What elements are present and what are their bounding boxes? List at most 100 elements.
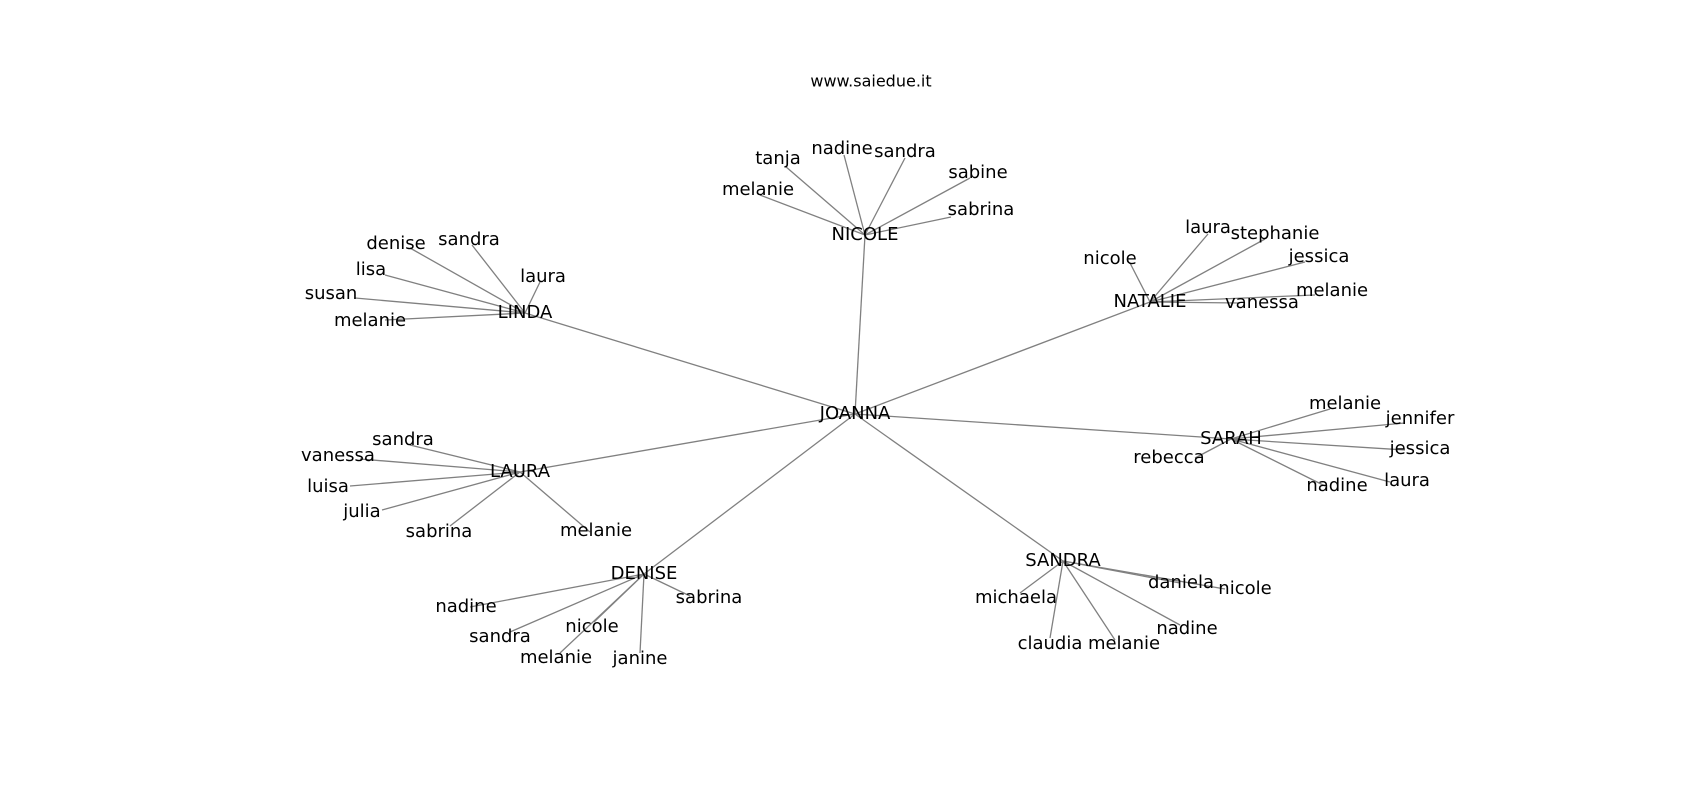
edge-laura-vanessa <box>359 458 521 473</box>
hub-node-natalie: NATALIE <box>1113 291 1186 312</box>
leaf-node-natalie-jessica: jessica <box>1288 246 1350 267</box>
edge-natalie-vanessa <box>1149 301 1241 304</box>
edge-laura-sabrina <box>449 471 521 527</box>
edge-laura-melanie <box>519 471 591 533</box>
edge-sarah-nadine <box>1230 438 1326 487</box>
leaf-node-sandra-nicole: nicole <box>1218 578 1271 599</box>
leaf-node-sarah-nadine: nadine <box>1306 475 1367 496</box>
edge-sandra-nicole <box>1062 560 1226 590</box>
leaf-node-denise-sandra: sandra <box>469 626 531 647</box>
leaf-node-linda-lisa: lisa <box>356 259 386 280</box>
leaf-node-sarah-jessica: jessica <box>1389 438 1451 459</box>
edge-natalie-stephanie <box>1149 238 1266 303</box>
leaf-node-sandra-nadine: nadine <box>1156 618 1217 639</box>
leaf-node-denise-nadine: nadine <box>435 596 496 617</box>
leaf-node-sarah-rebecca: rebecca <box>1133 447 1204 468</box>
hub-node-denise: DENISE <box>611 563 678 584</box>
edge-center-sandra <box>854 413 1064 562</box>
edge-sarah-melanie <box>1230 408 1331 440</box>
edge-sandra-melanie <box>1062 560 1116 641</box>
leaf-node-laura-luisa: luisa <box>307 476 349 497</box>
edge-denise-melanie <box>559 573 645 654</box>
leaf-node-nicole-sandra: sandra <box>874 141 936 162</box>
edge-denise-nadine <box>469 573 645 608</box>
leaf-node-laura-sabrina: sabrina <box>406 521 473 542</box>
leaf-node-sarah-melanie: melanie <box>1309 393 1381 414</box>
leaf-node-sandra-michaela: michaela <box>975 587 1057 608</box>
leaf-node-laura-melanie: melanie <box>560 520 632 541</box>
edge-denise-sandra <box>509 573 645 633</box>
edge-sarah-rebecca <box>1194 438 1232 459</box>
edge-nicole-tanja <box>784 165 866 236</box>
edge-sandra-nadine <box>1062 560 1181 626</box>
edge-linda-denise <box>409 247 526 314</box>
edge-natalie-jessica <box>1149 261 1306 303</box>
edge-center-laura <box>519 413 856 473</box>
leaf-node-linda-laura: laura <box>520 266 566 287</box>
hub-node-sarah: SARAH <box>1200 428 1262 449</box>
edge-linda-lisa <box>384 274 526 314</box>
edge-sarah-jessica <box>1230 438 1406 451</box>
edge-nicole-melanie <box>759 194 866 236</box>
edge-nicole-nadine <box>843 154 866 236</box>
edge-laura-julia <box>381 471 521 511</box>
edge-center-linda <box>524 312 856 415</box>
leaf-node-denise-janine: janine <box>612 648 668 669</box>
leaf-node-natalie-stephanie: stephanie <box>1231 223 1320 244</box>
hub-node-laura: LAURA <box>490 461 551 482</box>
leaf-node-nicole-tanja: tanja <box>755 148 801 169</box>
edge-natalie-nicole <box>1129 262 1151 303</box>
leaf-node-natalie-nicole: nicole <box>1083 248 1136 269</box>
edge-linda-sandra <box>471 244 526 314</box>
edge-nicole-sandra <box>864 157 906 236</box>
edge-center-denise <box>643 413 856 575</box>
edge-center-sarah <box>854 413 1232 440</box>
edge-linda-laura <box>524 281 541 314</box>
hub-node-sandra: SANDRA <box>1025 550 1101 571</box>
leaf-node-linda-denise: denise <box>366 233 425 254</box>
leaf-node-nicole-sabrina: sabrina <box>948 199 1015 220</box>
leaf-node-linda-melanie: melanie <box>334 310 406 331</box>
edge-denise-sabrina <box>643 573 691 597</box>
leaf-node-laura-julia: julia <box>342 501 380 522</box>
edges-layer <box>349 154 1406 654</box>
leaf-node-natalie-vanessa: vanessa <box>1225 292 1299 313</box>
leaf-node-sarah-jennifer: jennifer <box>1385 408 1455 429</box>
edge-sandra-michaela <box>1019 560 1064 594</box>
edge-sarah-laura <box>1230 438 1391 483</box>
leaf-node-denise-melanie: melanie <box>520 647 592 668</box>
edge-linda-melanie <box>384 312 526 321</box>
leaf-node-sandra-claudia: claudia <box>1018 633 1083 654</box>
edge-natalie-laura <box>1149 233 1209 303</box>
edge-center-nicole <box>854 234 866 415</box>
edge-center-natalie <box>854 301 1151 415</box>
leaf-node-sandra-melanie: melanie <box>1088 633 1160 654</box>
leaf-node-natalie-laura: laura <box>1185 217 1231 238</box>
edge-natalie-melanie <box>1149 294 1316 303</box>
leaf-node-linda-susan: susan <box>305 283 358 304</box>
edge-sandra-claudia <box>1049 560 1064 639</box>
edge-sarah-jennifer <box>1230 422 1406 440</box>
edge-denise-janine <box>639 573 645 654</box>
site-watermark: www.saiedue.it <box>810 72 931 91</box>
hub-node-nicole: NICOLE <box>832 224 899 245</box>
leaf-node-sarah-laura: laura <box>1384 470 1430 491</box>
edge-laura-sandra <box>409 444 521 473</box>
edge-laura-luisa <box>349 471 521 487</box>
leaf-node-linda-sandra: sandra <box>438 229 500 250</box>
leaf-node-natalie-melanie: melanie <box>1296 280 1368 301</box>
leaf-node-nicole-nadine: nadine <box>811 138 872 159</box>
leaf-node-laura-sandra: sandra <box>372 429 434 450</box>
leaf-node-denise-sabrina: sabrina <box>676 587 743 608</box>
center-node-label: JOANNA <box>819 403 891 424</box>
edge-nicole-sabine <box>864 177 971 236</box>
edge-linda-susan <box>354 297 526 314</box>
hub-node-linda: LINDA <box>498 302 553 323</box>
leaf-node-laura-vanessa: vanessa <box>301 445 375 466</box>
leaf-node-nicole-melanie: melanie <box>722 179 794 200</box>
edge-nicole-sabrina <box>864 216 952 236</box>
leaf-node-nicole-sabine: sabine <box>948 162 1007 183</box>
leaf-node-sandra-daniela: daniela <box>1148 572 1214 593</box>
